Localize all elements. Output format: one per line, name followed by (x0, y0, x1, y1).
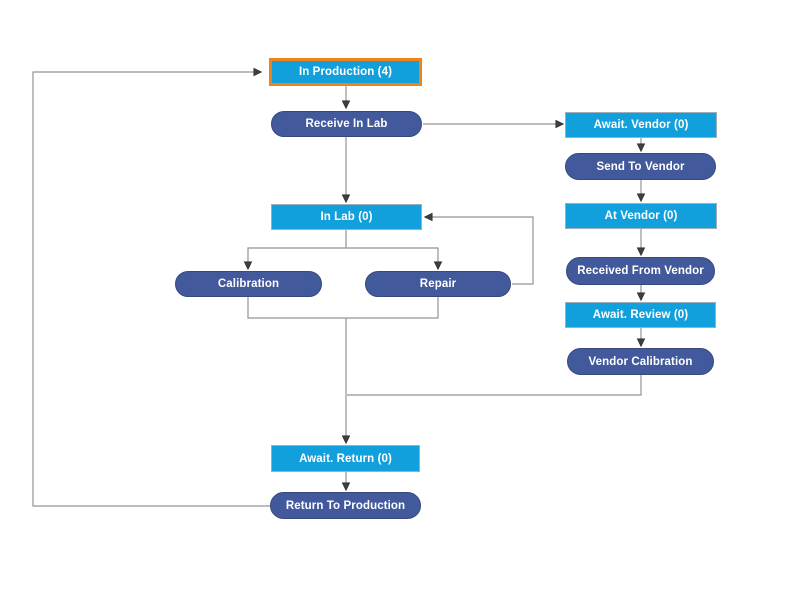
node-at-vendor[interactable]: At Vendor (0) (565, 203, 717, 229)
edge-repair-to-in-lab (423, 212, 534, 285)
edge-return-to-production-to-in-production (32, 67, 270, 507)
edge-calibration-repair-merge (247, 297, 439, 319)
node-calibration[interactable]: Calibration (175, 271, 322, 297)
node-repair[interactable]: Repair (365, 271, 511, 297)
node-in-lab[interactable]: In Lab (0) (271, 204, 422, 230)
edge-in-lab-to-calibration (243, 247, 346, 271)
node-received-from-vendor[interactable]: Received From Vendor (566, 257, 715, 285)
node-send-to-vendor[interactable]: Send To Vendor (565, 153, 716, 180)
edge-vendor-calibration-join (347, 375, 642, 396)
node-return-to-production[interactable]: Return To Production (270, 492, 421, 519)
node-await-review[interactable]: Await. Review (0) (565, 302, 716, 328)
node-vendor-calibration[interactable]: Vendor Calibration (567, 348, 714, 375)
node-receive-in-lab[interactable]: Receive In Lab (271, 111, 422, 137)
node-await-return[interactable]: Await. Return (0) (271, 445, 420, 472)
node-in-production[interactable]: In Production (4) (269, 58, 422, 86)
node-await-vendor[interactable]: Await. Vendor (0) (565, 112, 717, 138)
edge-in-lab-to-repair (346, 247, 443, 271)
